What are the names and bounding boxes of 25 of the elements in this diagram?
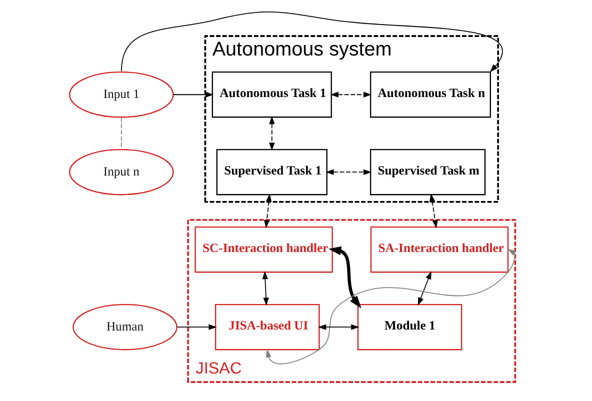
node-box: SC-Interaction handler (194, 226, 333, 273)
arrow (264, 194, 272, 228)
node-box: Module 1 (357, 304, 462, 350)
arrow (176, 324, 217, 330)
node-ellipse: Input 1 (69, 72, 174, 118)
arrow (429, 194, 438, 228)
node-box: Autonomous Task 1 (212, 72, 332, 118)
arrow (172, 92, 214, 98)
arrow (418, 271, 432, 306)
node-ellipse: Human (72, 304, 178, 350)
arrow (266, 248, 516, 364)
arrow (262, 271, 269, 306)
arrow (328, 246, 362, 308)
arrow (330, 92, 372, 98)
node-box: SA-Interaction handler (370, 226, 509, 273)
node-box: JISA-based UI (215, 304, 320, 350)
arrow (326, 169, 372, 175)
node-box: Autonomous Task n (370, 72, 491, 118)
arrow (269, 116, 275, 151)
arrow (120, 12, 502, 72)
connector (120, 116, 122, 150)
node-box: Supervised Task 1 (216, 149, 328, 196)
arrow (318, 324, 360, 330)
node-box: Supervised Task m (370, 149, 486, 196)
node-ellipse: Input n (69, 149, 174, 196)
